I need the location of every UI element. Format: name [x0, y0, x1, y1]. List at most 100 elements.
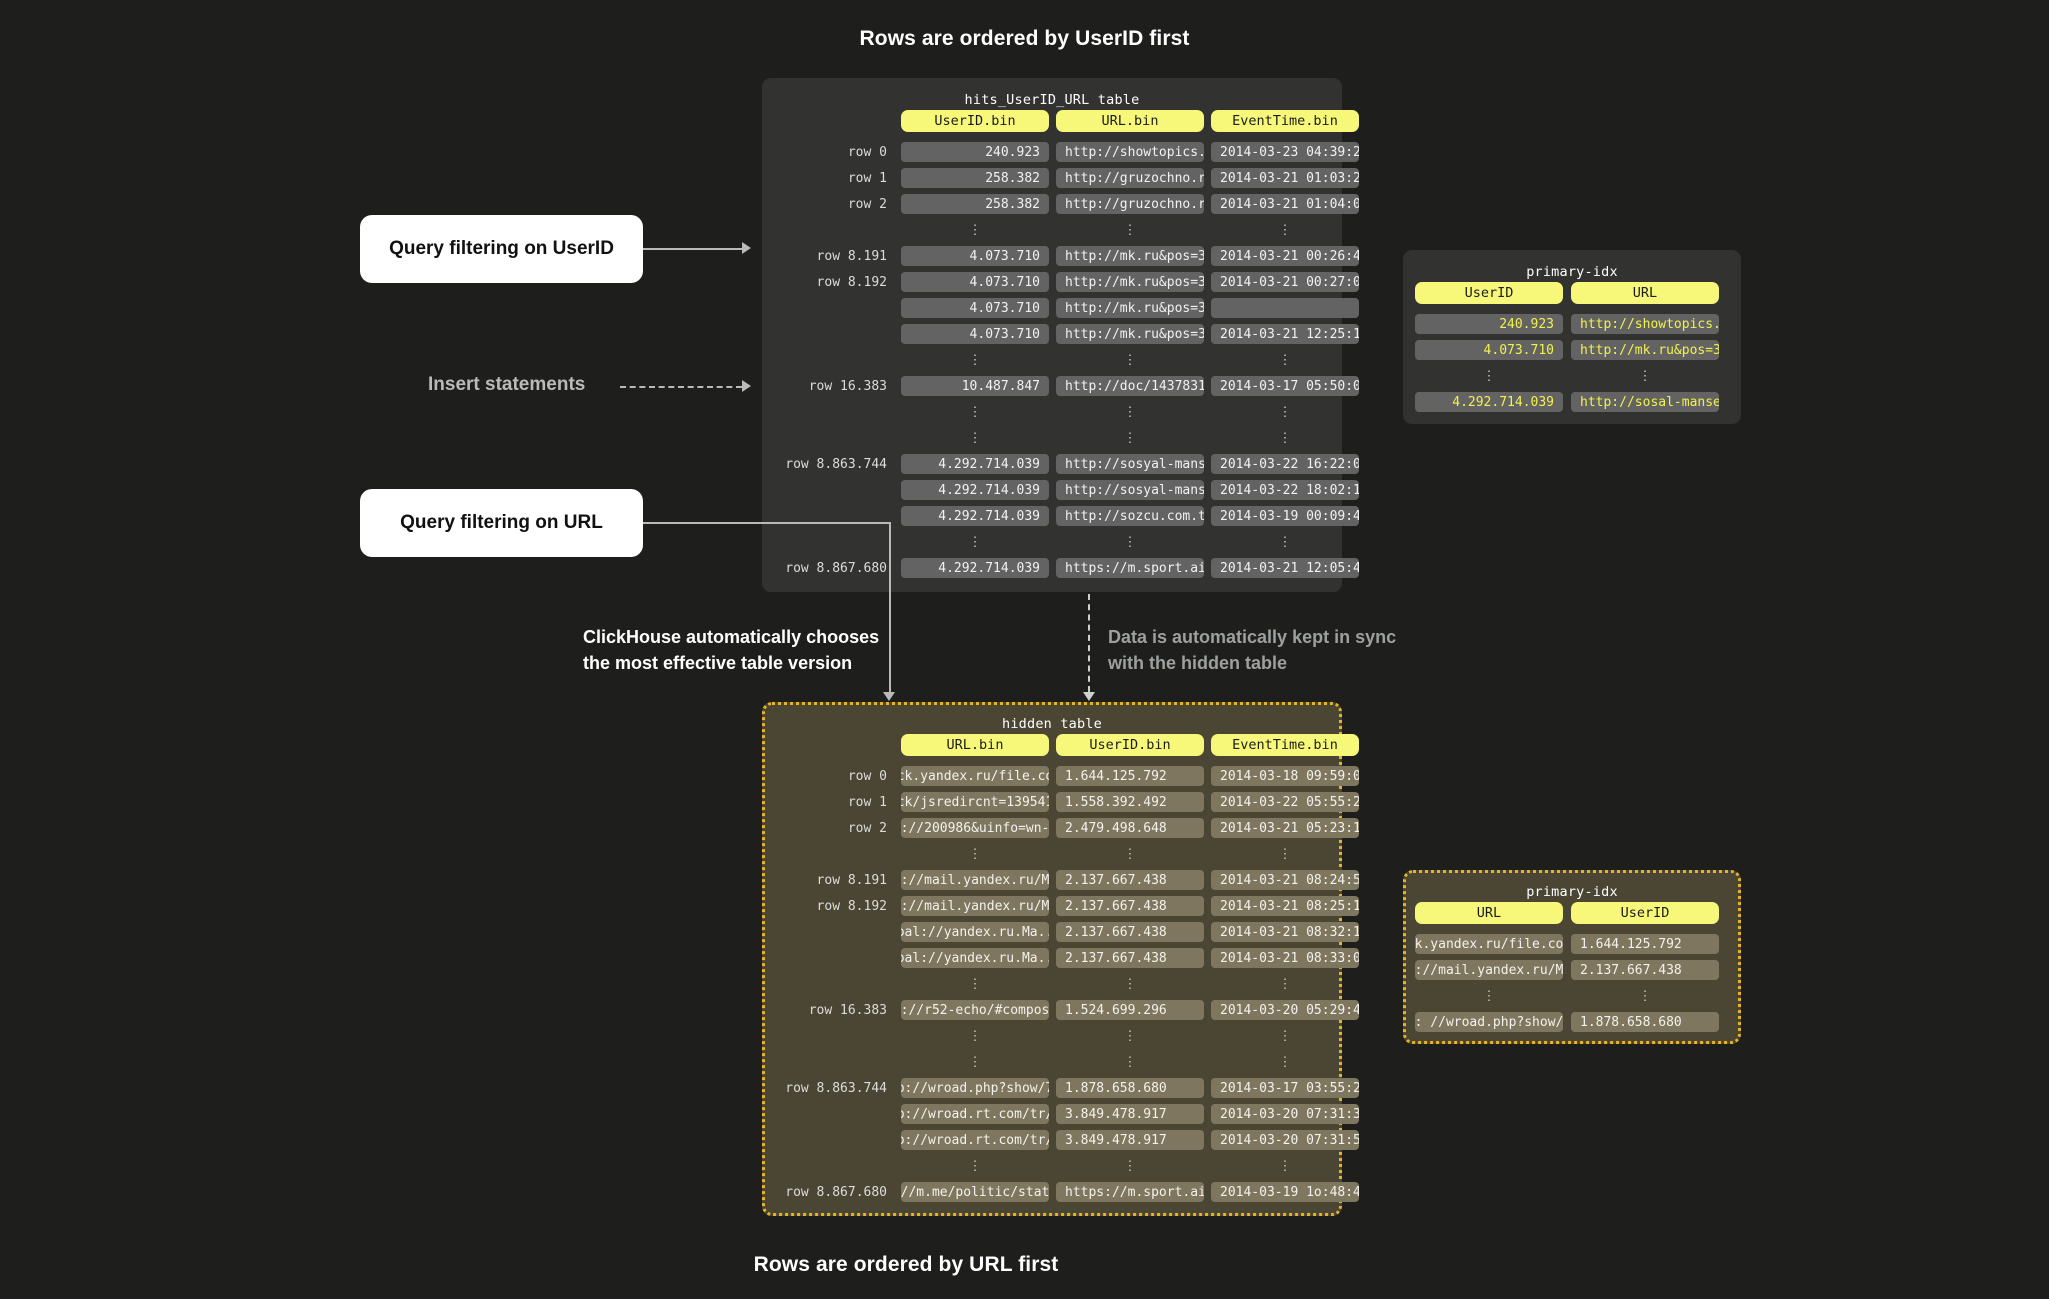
- table-cell: http://mk.ru&pos=3_0: [1056, 272, 1204, 292]
- ellipsis-icon: ⋮: [1123, 534, 1137, 550]
- row-label: row 16.383: [808, 378, 887, 394]
- table-cell: 1.644.125.792: [1056, 766, 1204, 786]
- table-cell: http://mk.ru&pos=3_0: [1571, 340, 1719, 360]
- table-cell: 2014-03-21 08:33:02: [1211, 948, 1359, 968]
- row-label: row 8.867.680: [785, 560, 887, 576]
- table-cell: http://wroad.php?show/7...: [901, 1078, 1049, 1098]
- table-row: 4.292.714.039http://sosyal-mansetleri...…: [762, 480, 1366, 500]
- table-ellipsis-row: ⋮⋮⋮: [762, 1026, 1366, 1046]
- table-cell: http://sosyal-mansetleri...: [1056, 480, 1204, 500]
- table-row: row 16.383goal://r52-echo/#compose...1.5…: [762, 1000, 1366, 1020]
- ellipsis-icon: ⋮: [1123, 404, 1137, 420]
- table-row: row 2goal://200986&uinfo=wn-1...2.479.49…: [762, 818, 1366, 838]
- insert-statements-dashed-line: [620, 386, 742, 388]
- connector-sync-arrowhead-icon: [1083, 692, 1095, 701]
- ellipsis-icon: ⋮: [1278, 846, 1292, 862]
- table-cell: 10.487.847: [901, 376, 1049, 396]
- table-cell: http://showtopics.html%3...: [1056, 142, 1204, 162]
- table-cell: http://showtopics.html%3...: [1571, 314, 1719, 334]
- table-cell: goal://200986&uinfo=wn-1...: [901, 818, 1049, 838]
- table-ellipsis-row: ⋮⋮⋮: [762, 974, 1366, 994]
- table-cell: 2014-03-21 05:23:19: [1211, 818, 1359, 838]
- main-index-title: primary-idx: [1526, 264, 1618, 280]
- table-ellipsis-row: ⋮⋮⋮: [762, 350, 1366, 370]
- ellipsis-icon: ⋮: [1638, 988, 1652, 1004]
- table-row: row 1/click/jsredircnt=1395412...1.558.3…: [762, 792, 1366, 812]
- table-cell: 4.292.714.039: [1415, 392, 1563, 412]
- table-cell: goal://yandex.ru.Ma...: [901, 922, 1049, 942]
- table-cell: 3.849.478.917: [1056, 1130, 1204, 1150]
- table-cell: 2014-03-21 01:03:28: [1211, 168, 1359, 188]
- column-header-userid-bin: UserID.bin: [901, 110, 1049, 132]
- ellipsis-icon: ⋮: [968, 430, 982, 446]
- table-row: row 16.38310.487.847http://doc/1437831&i…: [762, 376, 1366, 396]
- note-kept-in-sync: Data is automatically kept in sync with …: [1108, 627, 1397, 673]
- row-label: row 8.191: [816, 872, 887, 888]
- table-cell: 2014-03-23 04:39:21: [1211, 142, 1359, 162]
- page-title-top: Rows are ordered by UserID first: [859, 27, 1190, 50]
- table-row: http://wroad.rt.com/tr/...3.849.478.9172…: [762, 1104, 1366, 1124]
- table-cell: 2014-03-21 00:27:07: [1211, 272, 1359, 292]
- table-row: row 8.192goal://mail.yandex.ru/Ma...2.13…: [762, 896, 1366, 916]
- table-cell: http://mk.ru&pos=3_0: [1056, 324, 1204, 344]
- table-row: row 8.1914.073.710http://mk.ru&pos=3_020…: [762, 246, 1366, 266]
- table-cell: /click/jsredircnt=1395412...: [901, 792, 1049, 812]
- table-row: row 8.863.744http://wroad.php?show/7...1…: [762, 1078, 1366, 1098]
- row-label: row 1: [847, 170, 887, 186]
- table-ellipsis-row: ⋮⋮⋮: [762, 1156, 1366, 1176]
- row-label: row 2: [847, 820, 887, 836]
- table-cell: 2014-03-21 12:25:12: [1211, 324, 1359, 344]
- ellipsis-icon: ⋮: [968, 404, 982, 420]
- ellipsis-icon: ⋮: [1123, 430, 1137, 446]
- table-cell: 4.073.710: [901, 324, 1049, 344]
- table-ellipsis-row: ⋮⋮⋮: [762, 428, 1366, 448]
- ellipsis-icon: ⋮: [1123, 222, 1137, 238]
- table-row: row 2258.382http://gruzochno.ru/ekat...2…: [762, 194, 1366, 214]
- table-cell: 2014-03-21 08:32:15: [1211, 922, 1359, 942]
- table-cell: 4.292.714.039: [901, 506, 1049, 526]
- table-row: row 1258.382http://gruzochno.ru/ekat...2…: [762, 168, 1366, 188]
- table-row: row 8.867.680res://m.me/politic/stati...…: [762, 1182, 1366, 1202]
- table-cell: res://m.me/politic/stati...: [901, 1182, 1049, 1202]
- table-cell: 2.137.667.438: [1056, 922, 1204, 942]
- table-row: row 0/click.yandex.ru/file.co ...1.644.1…: [762, 766, 1366, 786]
- table-cell: http://gruzochno.ru/ekat...: [1056, 194, 1204, 214]
- table-cell: http://mk.ru&pos=3_0: [1056, 298, 1204, 318]
- table-cell: goal://yandex.ru.Ma...: [901, 948, 1049, 968]
- table-cell: http://sosal-mansetleri...: [1571, 392, 1719, 412]
- callout-query-filtering-userid[interactable]: Query filtering on UserID: [360, 215, 643, 283]
- table-cell: 240.923: [901, 142, 1049, 162]
- table-cell: 2014-03-22 16:22:00: [1211, 454, 1359, 474]
- table-cell: 1.878.658.680: [1056, 1078, 1204, 1098]
- table-ellipsis-row: ⋮⋮: [1415, 986, 1727, 1006]
- table-cell: 1.878.658.680: [1571, 1012, 1719, 1032]
- table-cell: 2014-03-20 07:31:39: [1211, 1104, 1359, 1124]
- column-header-userid-bin: UserID.bin: [1056, 734, 1204, 756]
- callout-query-filtering-url[interactable]: Query filtering on URL: [360, 489, 643, 557]
- table-ellipsis-row: ⋮⋮⋮: [762, 1052, 1366, 1072]
- table-cell: 2014-03-22 05:55:22: [1211, 792, 1359, 812]
- table-cell: http://sozcu.com.tr/oaut: [1056, 506, 1204, 526]
- table-cell: 2014-03-20 05:29:42: [1211, 1000, 1359, 1020]
- table-cell: 2014-03-21 08:25:15: [1211, 896, 1359, 916]
- column-header-userid: UserID: [1571, 902, 1719, 924]
- table-cell: 1.644.125.792: [1571, 934, 1719, 954]
- table-row: 4.292.714.039http://sozcu.com.tr/oaut201…: [762, 506, 1366, 526]
- ellipsis-icon: ⋮: [968, 1028, 982, 1044]
- table-cell: goal://mail.yandex.ru/Ma...: [901, 870, 1049, 890]
- row-label: row 8.863.744: [785, 456, 887, 472]
- table-row: http://wroad.rt.com/tr/...3.849.478.9172…: [762, 1130, 1366, 1150]
- row-label: row 0: [847, 144, 887, 160]
- ellipsis-icon: ⋮: [1482, 988, 1496, 1004]
- table-cell: 2014-03-18 09:59:01: [1211, 766, 1359, 786]
- insert-statements-arrowhead-icon: [742, 380, 751, 392]
- connector-url-arrowhead-icon: [883, 692, 895, 701]
- main-index-grid: UserIDURL240.923http://showtopics.html%3…: [1415, 282, 1727, 418]
- ellipsis-icon: ⋮: [968, 352, 982, 368]
- column-header-eventtime-bin: EventTime.bin: [1211, 734, 1359, 756]
- table-cell: 1.558.392.492: [1056, 792, 1204, 812]
- table-cell: 2014-03-21 01:04:08: [1211, 194, 1359, 214]
- table-cell: goal://r52-echo/#compose...: [901, 1000, 1049, 1020]
